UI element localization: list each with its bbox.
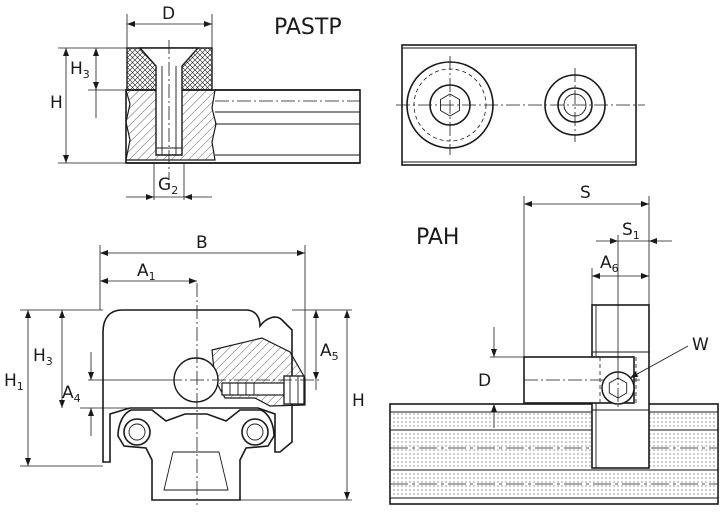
label-D: D	[162, 4, 175, 24]
label-A6: A6	[600, 253, 619, 275]
rail-top-view	[396, 44, 645, 166]
leader-W	[629, 345, 689, 379]
carriage-outline	[102, 309, 293, 463]
label-H3-carriage: H3	[33, 346, 53, 368]
rail-ball-right	[241, 418, 269, 446]
label-A5: A5	[320, 341, 339, 363]
label-W: W	[692, 335, 709, 355]
label-H: H	[50, 93, 63, 113]
pastp-section-view: D PASTP H3 H G2	[50, 4, 361, 200]
label-S: S	[580, 183, 591, 203]
label-H-carriage: H	[352, 391, 365, 411]
carriage-section-view: B A1 H1 H3 A4 A5 H	[4, 233, 365, 505]
rail-ball-left	[123, 418, 151, 446]
label-A4: A4	[62, 383, 81, 405]
label-H1: H1	[4, 371, 24, 393]
rail-profile	[117, 409, 275, 501]
label-D-pah: D	[478, 371, 491, 391]
label-G2: G2	[158, 175, 178, 197]
label-S1: S1	[622, 220, 640, 242]
title-pastp: PASTP	[274, 15, 342, 40]
label-A1: A1	[137, 261, 156, 283]
title-pah: PAH	[416, 225, 459, 250]
label-B: B	[196, 233, 208, 253]
hex-socket-icon	[440, 93, 460, 117]
clamping-screw	[221, 382, 285, 396]
label-H3: H3	[70, 59, 90, 81]
pah-view: PAH S S1 A6 W D	[389, 183, 719, 505]
